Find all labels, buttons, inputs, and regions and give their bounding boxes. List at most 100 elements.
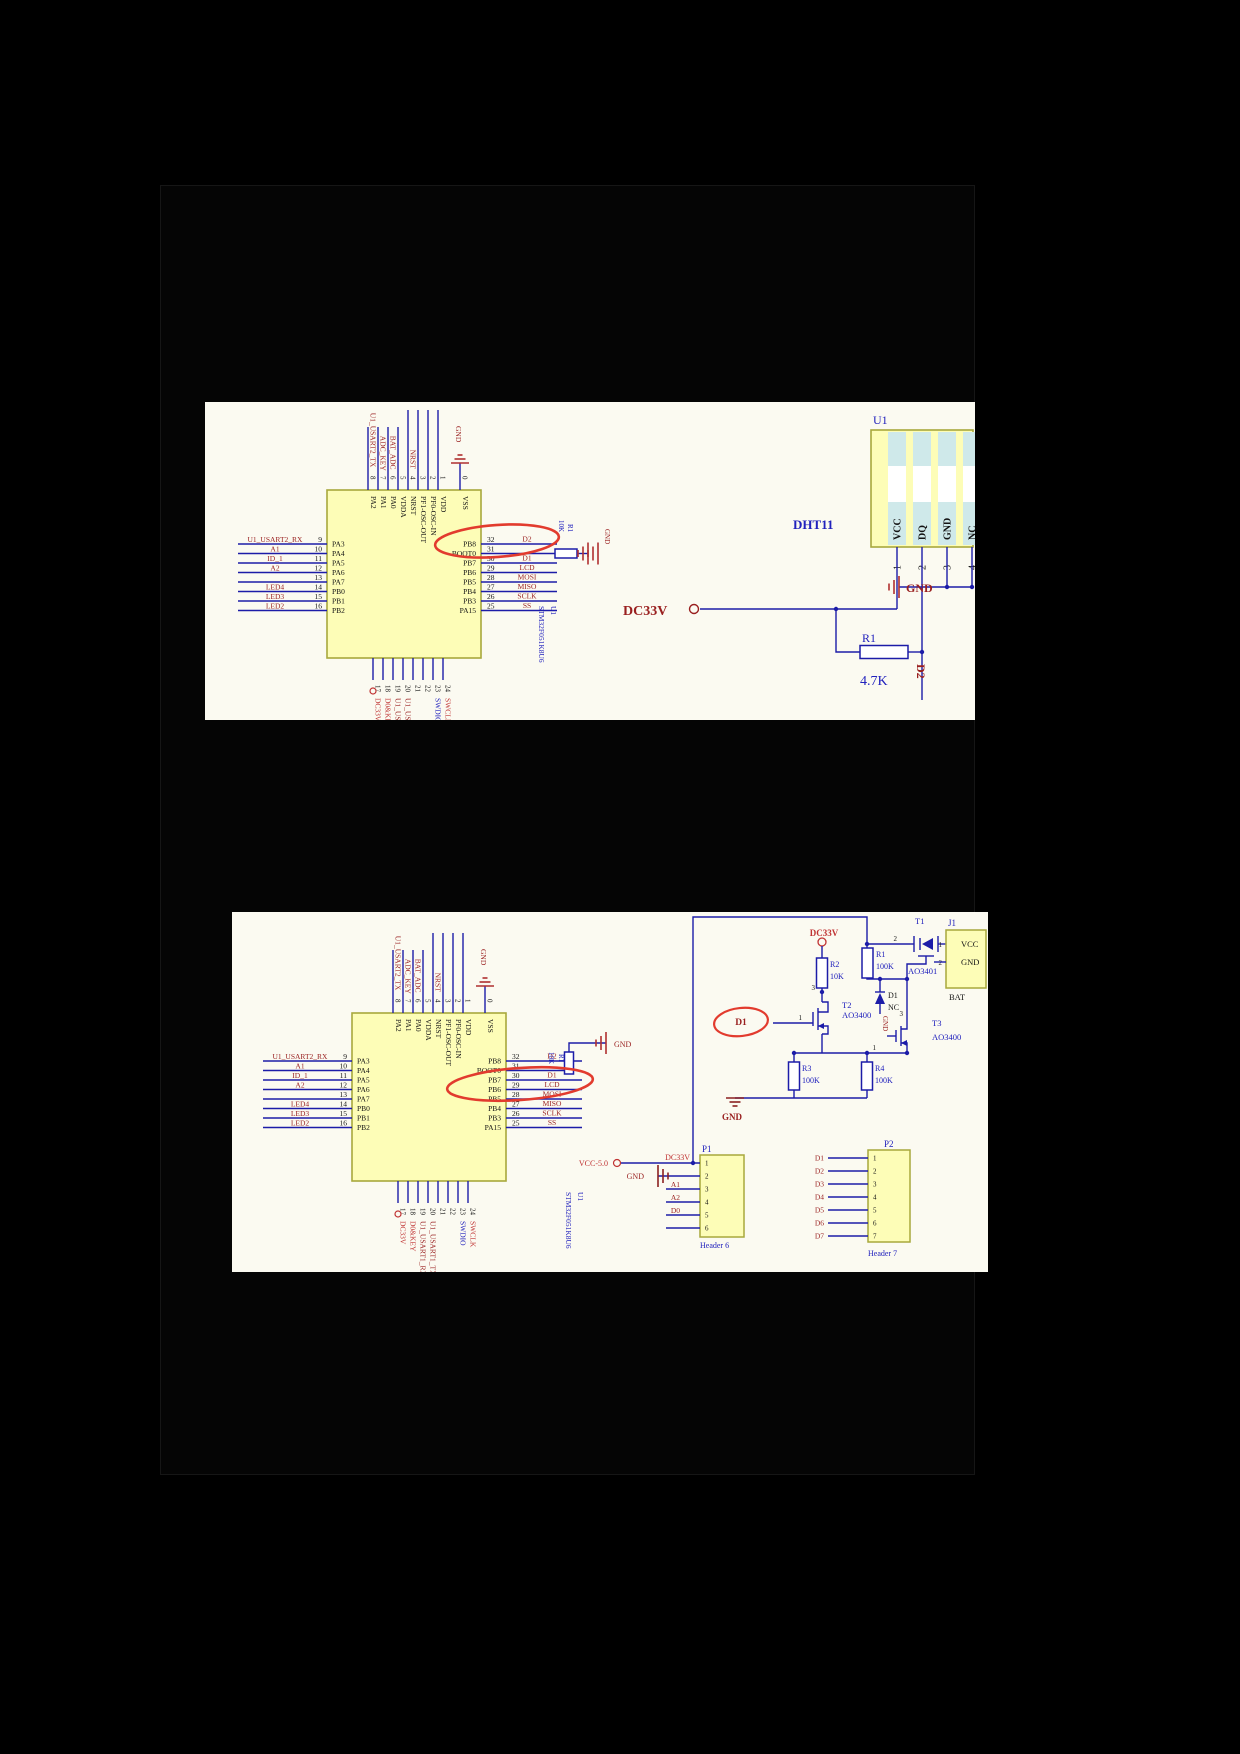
net-label: MOSI [543, 1090, 562, 1099]
pin-number: 25 [512, 1119, 520, 1128]
wire [692, 916, 868, 1163]
junction-dot [690, 1160, 696, 1166]
pin-number: 1 [799, 1014, 803, 1022]
pin-number: 31 [487, 545, 495, 554]
pin-number: 15 [340, 1109, 348, 1118]
pin-number: 18 [384, 685, 392, 693]
power-port [612, 1158, 622, 1168]
net-label-d2: D2 [914, 664, 928, 679]
pin-name: BOOT0 [452, 549, 476, 558]
pin-number: 1 [439, 476, 447, 480]
mcu-body [351, 1012, 507, 1182]
net-label: SWDIO [459, 1221, 468, 1246]
annotation-ellipse-d2 [433, 523, 561, 559]
net-label: D5 [815, 1206, 824, 1215]
net-label: D1 [522, 554, 531, 563]
pin-name: PF1-OSC-OUT [444, 1019, 453, 1067]
dht11-pin-name: VCC [893, 518, 904, 540]
pin-name: PB0 [332, 587, 345, 596]
wire [901, 1022, 908, 1030]
pin-name: PB7 [488, 1076, 501, 1085]
net-label: D7 [815, 1232, 824, 1241]
pin-number: 11 [340, 1071, 347, 1080]
net-label: BAT_ADC [414, 959, 423, 993]
pin-number: 2 [454, 999, 462, 1003]
pin-number: 22 [424, 685, 432, 693]
mcu-designator: U1 [549, 606, 558, 615]
pin-name: NRST [409, 496, 418, 516]
net-label: MISO [543, 1099, 562, 1108]
pin-number: 23 [459, 1208, 467, 1216]
pin-name: PB4 [488, 1104, 501, 1113]
power-port [394, 1210, 402, 1218]
transistor-part: AO3400 [842, 1010, 871, 1020]
net-label: LED3 [266, 592, 285, 601]
pin-name: PA4 [357, 1066, 370, 1075]
pin-number: 6 [389, 476, 397, 480]
pin-number: 29 [487, 564, 495, 573]
pin-name: PB2 [357, 1123, 370, 1132]
pin-number: 1 [939, 941, 943, 949]
pin-name: PA7 [357, 1095, 370, 1104]
pin-number: 2 [429, 476, 437, 480]
pin-name: PB5 [488, 1095, 501, 1104]
dht11-stripe [913, 502, 931, 545]
resistor-ref: R3 [802, 1064, 811, 1073]
pin-number: 10 [340, 1062, 348, 1071]
gnd-label: GND [454, 426, 463, 443]
net-label-vcc: VCC-5.0 [579, 1159, 608, 1168]
pin-name: NRST [434, 1019, 443, 1039]
resistor-ref: R2 [830, 960, 839, 969]
pin-number: 4 [409, 476, 417, 480]
pin-number: 6 [414, 999, 422, 1003]
net-label: LCD [545, 1080, 561, 1089]
pin-number: 19 [394, 685, 402, 693]
resistor-ref: R1 [876, 950, 885, 959]
pin-name: PB8 [488, 1057, 501, 1066]
pin-number: 17 [399, 1208, 407, 1216]
pin-name: PA5 [332, 559, 345, 568]
pin-number: 16 [340, 1119, 348, 1128]
pin-number: 20 [429, 1208, 437, 1216]
wire [866, 978, 907, 980]
pin-name: VDDA [399, 496, 408, 518]
diode-d1 [875, 993, 885, 1004]
pin-number: 14 [340, 1100, 348, 1109]
dht11-stripe [888, 432, 906, 466]
wire [835, 609, 860, 653]
pin-number: 3 [705, 1186, 709, 1194]
pin-number: 2 [939, 959, 943, 967]
annotation-ellipse-lcd [445, 1065, 595, 1103]
r4-body [860, 1061, 874, 1091]
power-port [688, 603, 700, 615]
pin-number: 24 [469, 1208, 477, 1216]
pin-number: 1 [705, 1160, 709, 1168]
pullup-resistor [859, 644, 909, 660]
pin-name: PA3 [332, 540, 345, 549]
j1-designator: J1 [948, 918, 956, 928]
pin-name: PA2 [394, 1019, 403, 1032]
pin-name: PA5 [357, 1076, 370, 1085]
pin-name: PA3 [357, 1057, 370, 1066]
pin-number: 18 [409, 1208, 417, 1216]
pin-name: PA7 [332, 578, 345, 587]
pin-number: 32 [512, 1052, 520, 1061]
pin-name: PA0 [414, 1019, 423, 1032]
transistor-part: AO3400 [932, 1032, 961, 1042]
pin-number: 9 [318, 535, 322, 544]
pin-number: 16 [315, 602, 323, 611]
pin-number: 19 [419, 1208, 427, 1216]
pin-number: 23 [434, 685, 442, 693]
pin-name: PF1-OSC-OUT [419, 496, 428, 544]
pin-name: VDD [439, 496, 448, 513]
net-label: A1 [270, 545, 279, 554]
dht11-pin-name: NC [968, 526, 976, 540]
boot-resistor-ref: R1 [557, 1054, 565, 1063]
dht11-stripe [913, 432, 931, 466]
wire [906, 956, 927, 979]
pin-number: 5 [399, 476, 407, 480]
power-port [817, 937, 827, 947]
diode-ref: D1 [888, 991, 898, 1000]
p2-designator: P2 [884, 1139, 894, 1149]
